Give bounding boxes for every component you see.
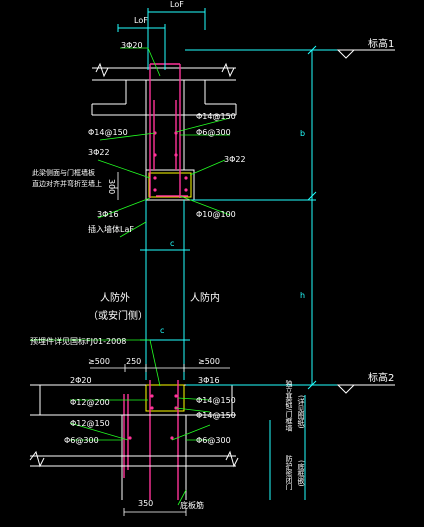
dim-500-right-label: ≥500	[198, 357, 220, 366]
dim-c-top-label: c	[170, 239, 175, 248]
phi12-150-label: Φ12@150	[70, 419, 110, 428]
vertical-note-3: 防护密闭门	[285, 455, 293, 490]
phi12-200-label: Φ12@200	[70, 398, 110, 407]
floor-label: 底板筋	[180, 501, 204, 510]
inside-label: 人防内	[190, 293, 220, 304]
top-dimension	[117, 8, 206, 70]
dim-500-left-label: ≥500	[88, 357, 110, 366]
anchor-note-label: 插入墙体LaF	[88, 225, 134, 234]
dim-h-label: h	[300, 291, 306, 300]
dim-350-label: 350	[138, 499, 154, 508]
phi14-150-top-left-label: Φ14@150	[88, 128, 128, 137]
right-dimension	[185, 45, 360, 500]
bar-2phi20-label: 2Φ20	[70, 376, 92, 385]
note-left-line2: 直边对齐并弯折至墙上	[32, 180, 102, 188]
dim-b-label: b	[300, 129, 306, 138]
phi6-300-top-label: Φ6@300	[196, 128, 231, 137]
lower-dimensions	[90, 172, 230, 516]
upper-column	[145, 80, 195, 201]
dim-c-mid-label: c	[160, 326, 165, 335]
lof-top-label: LoF	[170, 0, 184, 9]
vertical-note-1: 独立基础/门框墙	[285, 380, 293, 432]
phi6-300-bottom-left-label: Φ6@300	[64, 436, 99, 445]
phi6-300-bottom-right-label: Φ6@300	[196, 436, 231, 445]
bar-3phi20-top-label: 3Φ20	[121, 41, 143, 50]
phi14-150-bottom1-label: Φ14@150	[196, 396, 236, 405]
bar-3phi22-right-label: 3Φ22	[224, 155, 246, 164]
vertical-note-4: (底框嵌)	[297, 460, 305, 487]
level-top-label: 标高1	[368, 39, 395, 50]
phi14-150-top-right-label: Φ14@150	[196, 112, 236, 121]
rebar-lines	[123, 63, 188, 500]
phi14-150-bottom2-label: Φ14@150	[196, 411, 236, 420]
dim-250-label: 250	[126, 357, 142, 366]
top-slab	[91, 62, 237, 116]
note-left-line1: 此梁侧面与门框墙板	[32, 169, 95, 177]
phi10-100-label: Φ10@100	[196, 210, 236, 219]
rebar-dots	[128, 131, 188, 440]
bar-3phi16-top-label: 3Φ16	[97, 210, 119, 219]
bar-3phi16-bottom-label: 3Φ16	[198, 376, 220, 385]
bar-3phi22-left-label: 3Φ22	[88, 148, 110, 157]
mid-wall	[140, 200, 190, 380]
outside-label: 人防外	[100, 293, 130, 304]
vertical-note-2: (详见图纸)	[297, 395, 305, 429]
ref-code-label: 预埋件详见国标FJ01-2008	[30, 337, 127, 346]
level-bottom-label: 标高2	[368, 373, 395, 384]
bottom-slab	[29, 384, 239, 500]
dim-300-label: 300	[107, 179, 116, 195]
leader-lines	[30, 47, 231, 506]
outside-sub-label: （或安门侧）	[88, 311, 148, 322]
level-marks	[336, 49, 395, 394]
lof-mid-label: LoF	[134, 16, 148, 25]
